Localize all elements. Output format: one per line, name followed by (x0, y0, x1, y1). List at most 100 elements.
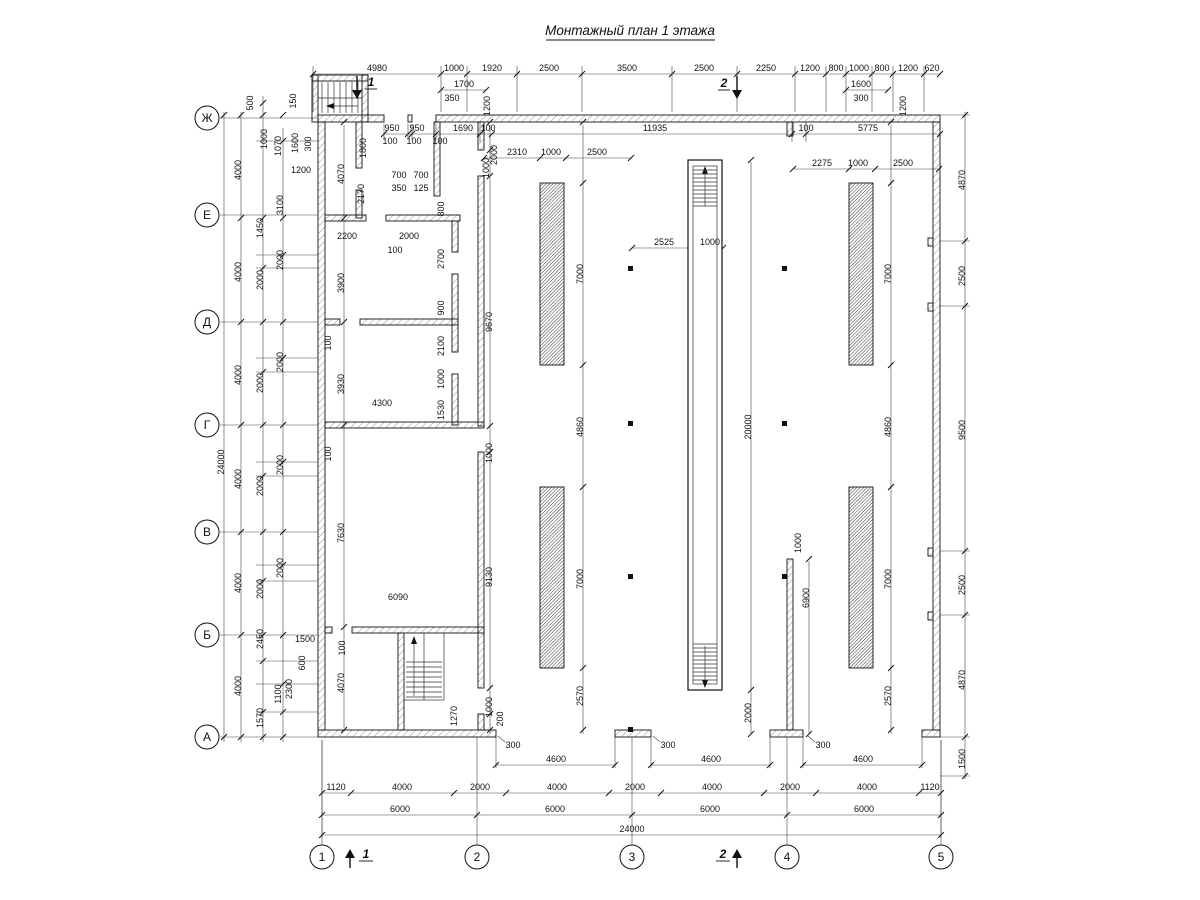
dim-label-hall-11: 2570 (575, 686, 585, 706)
dim-label-left_wing-11: 2700 (436, 249, 446, 269)
dim-tick (437, 86, 445, 94)
dim-tick (220, 111, 228, 119)
dim-tick (845, 165, 853, 173)
dim-tick (611, 761, 619, 769)
staircase-bottom-left (403, 632, 445, 701)
axis-bubble-col-3: 3 (619, 844, 645, 870)
dim-tick (463, 70, 471, 78)
dim-label-top_chain-3: 2500 (539, 63, 559, 73)
axis-label: 3 (629, 850, 636, 864)
axis-label: В (203, 525, 211, 539)
staircase-top-left (318, 82, 362, 113)
dim-label-left_sub-13: 2000 (275, 455, 285, 475)
dim-tick (918, 761, 926, 769)
dim-label-bottom_spans-3: 6000 (854, 804, 874, 814)
dim-label-top_chain-12: 620 (924, 63, 939, 73)
dim-label-left_spans-5: 4000 (233, 676, 243, 696)
dim-label-left_wing-8: 100 (387, 245, 402, 255)
dim-label-left_sub-5: 1070 (273, 136, 283, 156)
dim-tick (279, 318, 287, 326)
dim-label-top_chain-5: 2500 (694, 63, 714, 73)
dim-label-left_wing-21: 6090 (388, 592, 408, 602)
dim-label-left_wing-15: 1530 (436, 400, 446, 420)
column-marker (628, 266, 633, 271)
dim-label-hall-9: 7000 (575, 569, 585, 589)
dim-label-left_sub-21: 1500 (295, 634, 315, 644)
dim-label-right_chain-2: 9500 (957, 420, 967, 440)
dim-tick (486, 422, 494, 430)
equipment-racks (539, 182, 874, 669)
column-marker (782, 421, 787, 426)
axis-label: Е (203, 208, 211, 222)
dim-label-hall-14: 4860 (883, 417, 893, 437)
dim-label-left_wing-16: 100 (323, 335, 333, 350)
dim-label-inner_top-7: 11935 (643, 123, 667, 133)
dim-label-bottom_doors-1: 300 (660, 740, 675, 750)
wall-segment (927, 547, 934, 557)
dim-label-inner_top-9: 5775 (858, 123, 878, 133)
stair-steps (321, 82, 359, 113)
dim-tick (805, 555, 813, 563)
dim-tick (486, 172, 494, 180)
dim-label-left_wing-19: 100 (323, 446, 333, 461)
dim-label-top_chain-8: 800 (828, 63, 843, 73)
dim-label-left_wing-0: 4070 (336, 164, 346, 184)
dim-label-top_sub-0: 1700 (454, 79, 474, 89)
dim-label-left_sub-7: 3100 (275, 195, 285, 215)
dim-label-left_sub-22: 600 (297, 655, 307, 670)
dim-label-left_spans-0: 4000 (233, 160, 243, 180)
dim-tick (579, 726, 587, 734)
axis-bubble-row-6: Б (194, 622, 220, 648)
section-number: 2 (720, 76, 728, 90)
dim-label-bottom_chain-8: 1120 (920, 782, 939, 792)
dim-label-hall-15: 2570 (883, 686, 893, 706)
rack (848, 182, 874, 366)
dim-label-left_wing-2: 700 (391, 170, 406, 180)
dim-label-hall-12: 7000 (883, 264, 893, 284)
axis-label: Г (204, 418, 211, 432)
dim-tick (259, 657, 267, 665)
dim-tick (871, 165, 879, 173)
dim-tick (920, 70, 928, 78)
dim-tick (868, 70, 876, 78)
dim-tick (502, 789, 510, 797)
dim-tick (480, 154, 488, 162)
dim-tick (309, 70, 317, 78)
dim-label-bottom_chain-6: 2000 (780, 782, 800, 792)
dim-label-left_sub-10: 2000 (255, 270, 265, 290)
section-mark-bottom-right: 2 (716, 847, 742, 868)
dim-label-bottom_chain-1: 4000 (392, 782, 412, 792)
dim-tick (259, 214, 267, 222)
dim-label-left_sub-8: 1450 (255, 218, 265, 238)
dim-label-left_wing-10: 800 (436, 201, 446, 216)
dim-label-inner_top-1: 950 (409, 123, 424, 133)
wall-segment (927, 611, 934, 621)
dim-label-left_spans-1: 4000 (233, 262, 243, 282)
dim-label-bottom_doors-2: 300 (815, 740, 830, 750)
dim-tick (486, 146, 494, 154)
wall-segment (451, 373, 459, 426)
dim-label-top_sub-2: 1200 (482, 96, 492, 116)
dim-tick (887, 483, 895, 491)
dim-tick (237, 733, 245, 741)
axis-bubble-row-5: В (194, 519, 220, 545)
dim-label-hall-5: 2500 (893, 158, 913, 168)
axis-label: 1 (319, 850, 326, 864)
dim-tick (578, 70, 586, 78)
dim-tick (799, 761, 807, 769)
wall-segment (317, 729, 497, 738)
dim-label-inner_top-2: 1690 (453, 123, 473, 133)
dim-tick (628, 811, 636, 819)
dim-label-top_sub-4: 300 (853, 93, 868, 103)
dim-label-left_sub-4: 1000 (259, 129, 269, 149)
misc-graphics (628, 266, 787, 732)
axis-label: 5 (938, 850, 945, 864)
dim-label-hall-10: 4860 (575, 417, 585, 437)
dim-tick (380, 130, 388, 138)
axis-bubble-row-2: Е (194, 202, 220, 228)
dim-label-top_sub-5: 1200 (898, 96, 908, 116)
wall-segment (477, 175, 485, 427)
dim-tick (237, 631, 245, 639)
